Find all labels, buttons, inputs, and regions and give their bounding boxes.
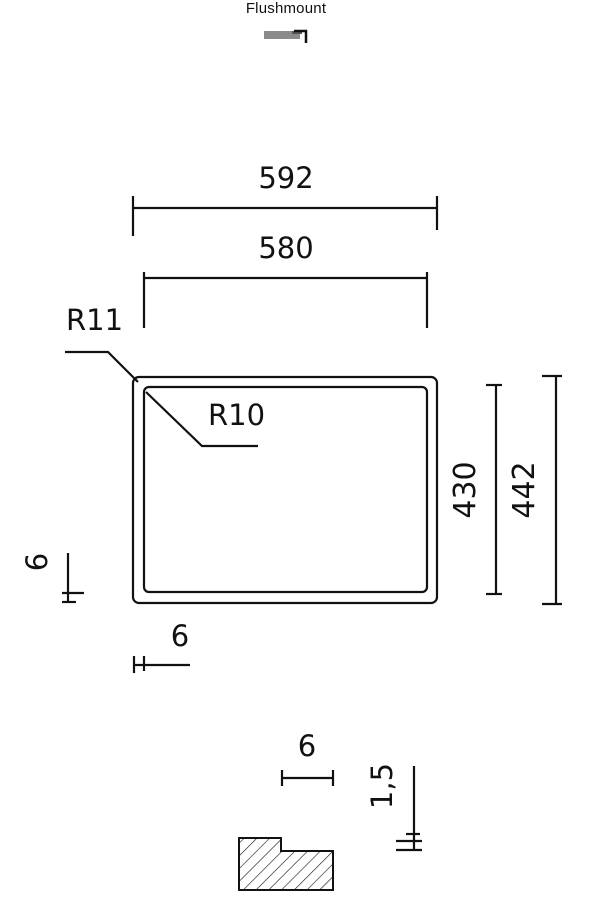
inner-radius-label: R10 [208,398,265,432]
outer-height-label: 442 [507,461,542,518]
side-rim-dimension: 6 [132,619,190,673]
outer-height-dimension: 442 [507,374,562,606]
mount-type-label: Flushmount [245,0,327,17]
inner-height-dimension: 430 [448,383,502,596]
inner-width-dimension: 580 [142,231,429,328]
profile-height-dimension: 1,5 [365,763,422,852]
profile-section-hatched [238,837,334,891]
inner-width-label: 580 [258,231,313,265]
bottom-rim-dimension: 6 [20,553,84,604]
profile-height-label: 1,5 [365,763,399,809]
side-rim-label: 6 [171,619,189,653]
profile-width-label: 6 [298,729,316,763]
inner-height-label: 430 [448,461,483,518]
flushmount-profile-icon [264,29,308,43]
sink-inner-outline [142,385,429,594]
outer-width-dimension: 592 [131,161,439,236]
sink-outer-outline [131,375,439,605]
bottom-rim-label: 6 [20,553,54,571]
outer-radius-label: R11 [66,303,123,337]
outer-radius-leader: R11 [65,303,139,383]
inner-radius-leader: R10 [145,391,265,448]
outer-width-label: 592 [258,161,313,195]
profile-width-dimension: 6 [280,729,335,786]
